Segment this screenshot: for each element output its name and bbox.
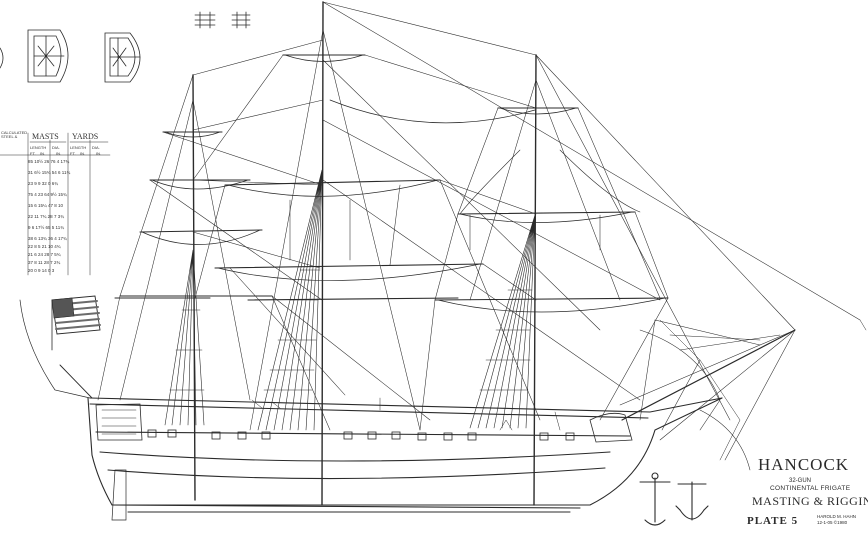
table-sub-label: DIA. — [92, 145, 100, 150]
table-row: 23 9 9 32 0 6¾ — [28, 181, 59, 186]
table-row: 15 6 15¼ 47 8 10 — [28, 203, 64, 208]
table-unit-label: IN. — [96, 151, 102, 156]
table-unit-label: FT. — [70, 151, 76, 156]
anchor — [639, 472, 709, 526]
deck-plan-icon — [0, 29, 141, 83]
table-unit-label: FT. — [30, 151, 36, 156]
table-masts-heading: MASTS — [32, 132, 59, 141]
flag — [51, 295, 101, 351]
ship-name: HANCOCK — [758, 455, 850, 474]
table-row: 9 6 17½ 65 5 11¾ — [28, 225, 64, 230]
table-unit-label: IN. — [80, 151, 86, 156]
yard — [114, 54, 669, 301]
table-row: 20 0 9 14 0 3 — [28, 268, 55, 273]
sail — [141, 54, 666, 313]
ship-hull — [19, 299, 723, 521]
line-detail — [251, 319, 867, 431]
table-unit-label: IN. — [40, 151, 46, 156]
author-name: HAROLD M. HAHN — [817, 514, 857, 519]
table-row: 37 8 11 28 7 2¾ — [28, 260, 61, 265]
table-row: 22 11 7¾ 28 7 3¾ — [28, 214, 64, 219]
table-row: 31 6½ 15¾ 54 6 11¾ — [28, 170, 71, 175]
table-sub-label: LENGTH — [30, 145, 47, 150]
table-row: 85 10½ 26 76 4 17¾ — [28, 159, 70, 164]
table-row: 22 8 5 21 10 4¾ — [28, 244, 61, 249]
table-sub-label: DIA. — [52, 145, 60, 150]
table-row: 21 6 24 28 7 5¾ — [28, 252, 61, 257]
gunports — [147, 429, 575, 441]
table-sub-label: LENGTH — [70, 145, 87, 150]
table-yards-heading: YARDS — [72, 132, 99, 141]
gun-count: 32-GUN — [789, 478, 812, 484]
table-unit-label: IN. — [56, 151, 62, 156]
jib-rigging — [659, 319, 781, 461]
drawing-subject: MASTING & RIGGING — [752, 494, 868, 508]
table-row: 38 6 13¾ 36 4 17¾ — [28, 236, 67, 241]
plate-number: PLATE 5 — [747, 515, 799, 527]
rigging-line — [97, 1, 861, 471]
table-grid — [0, 132, 111, 276]
table-col-label: CALCULATED STEEL & — [1, 130, 28, 139]
drawing-date: 12-1-05 ©1980 — [817, 520, 848, 525]
block-detail-icon — [194, 11, 251, 29]
ship-class: CONTINENTAL FRIGATE — [770, 485, 851, 492]
mast — [192, 1, 796, 506]
table-row: 75 4 23 64 9½ 15¾ — [28, 192, 67, 197]
